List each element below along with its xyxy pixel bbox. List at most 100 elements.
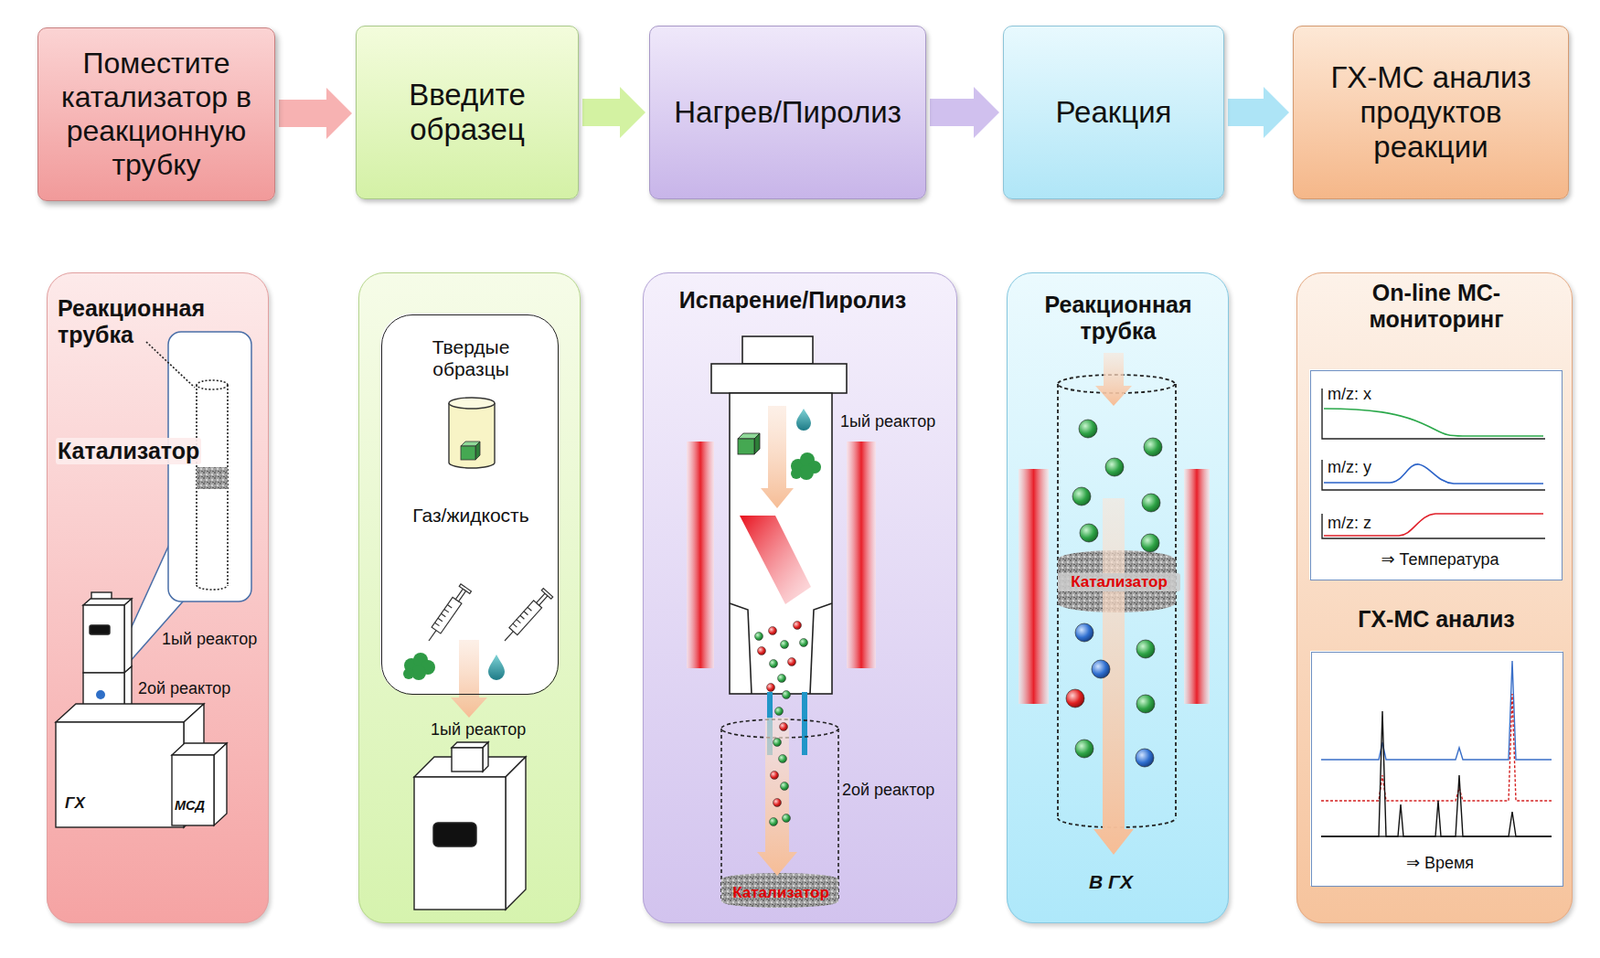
catalyst-label: Катализатор bbox=[716, 884, 845, 903]
panel-ground bbox=[46, 272, 269, 924]
molecules bbox=[1091, 660, 1110, 679]
vapor-molecules bbox=[773, 738, 782, 747]
beaker bbox=[475, 441, 480, 460]
pyrolysis-reactor bbox=[729, 603, 832, 694]
flow-arrow bbox=[1093, 352, 1134, 855]
vapor-molecules bbox=[779, 723, 789, 732]
vapor-molecules bbox=[757, 647, 767, 656]
reactor-1 bbox=[124, 598, 132, 673]
syringe bbox=[431, 597, 462, 634]
vapor-molecules bbox=[778, 674, 787, 683]
sample-box: Твердые образцыГаз/жидкость bbox=[381, 314, 559, 695]
heater bbox=[846, 441, 876, 669]
vapor-molecules bbox=[769, 660, 779, 669]
ms-trace bbox=[1323, 408, 1544, 437]
molecules bbox=[1075, 623, 1094, 642]
molecules bbox=[1141, 493, 1161, 512]
flow-arrow bbox=[582, 86, 646, 139]
syringe bbox=[541, 588, 553, 600]
reactor-1 bbox=[505, 757, 526, 910]
step-box: Введите образец bbox=[355, 25, 579, 200]
vapor-molecules bbox=[769, 818, 779, 827]
msd-instrument bbox=[171, 743, 227, 826]
molecules bbox=[1136, 694, 1155, 714]
molecules bbox=[1135, 748, 1154, 768]
molecules bbox=[1075, 739, 1094, 758]
gc-chart: ⇒ Время bbox=[1311, 651, 1564, 887]
heater bbox=[1018, 469, 1049, 704]
solid-sample bbox=[737, 433, 760, 455]
gas-cloud bbox=[403, 668, 415, 680]
molecules bbox=[1078, 419, 1098, 438]
syringe bbox=[458, 584, 471, 594]
syringe bbox=[444, 608, 449, 612]
part-label: 1ый реактор bbox=[430, 720, 526, 740]
leader-line bbox=[146, 341, 195, 388]
syringe bbox=[512, 623, 517, 628]
molecules bbox=[1105, 458, 1124, 477]
panel-heading: Реакционная трубка bbox=[57, 295, 241, 349]
reaction-tube bbox=[196, 380, 228, 390]
step-box: Поместите катализатор в реакционную труб… bbox=[37, 27, 276, 202]
vapor-molecules bbox=[755, 632, 764, 641]
pyrolysis-reactor bbox=[711, 363, 847, 394]
vapor-molecules bbox=[770, 771, 779, 780]
flow-arrow bbox=[278, 87, 352, 139]
signal-label: m/z: x bbox=[1327, 384, 1372, 405]
callout-inset bbox=[168, 331, 252, 602]
panel-heading: Реакционная трубка bbox=[1022, 291, 1215, 345]
sample-box bbox=[380, 313, 558, 694]
callout-inset bbox=[168, 331, 252, 602]
vapor-molecules bbox=[780, 640, 790, 650]
step-box: Нагрев/Пиролиз bbox=[649, 25, 927, 200]
step-label: Введите образец bbox=[375, 77, 559, 148]
reactor-1 bbox=[414, 777, 506, 910]
chart-ground bbox=[1309, 369, 1563, 886]
solid-sample bbox=[754, 433, 760, 455]
reactor-1 bbox=[414, 742, 526, 910]
sample-box bbox=[380, 313, 558, 694]
vapor-molecules bbox=[767, 683, 776, 693]
panel-ground bbox=[1296, 272, 1573, 924]
syringe bbox=[516, 619, 521, 624]
syringe bbox=[527, 607, 532, 611]
molecules bbox=[1079, 523, 1099, 543]
vapor-molecules bbox=[782, 814, 791, 823]
syringe bbox=[504, 631, 513, 641]
molecules bbox=[1143, 437, 1163, 457]
step-label: Нагрев/Пиролиз bbox=[655, 95, 921, 130]
reactor-1 bbox=[83, 605, 125, 673]
beaker bbox=[448, 397, 495, 409]
reactor-2 bbox=[720, 728, 723, 901]
part-label: 1ый реактор bbox=[840, 412, 936, 432]
reactor-2 bbox=[96, 690, 106, 700]
vapor-molecules bbox=[768, 627, 778, 636]
part-label: 2ой реактор bbox=[842, 780, 935, 800]
gas-cloud bbox=[403, 652, 436, 681]
panel-ground bbox=[358, 272, 581, 924]
gc-instrument bbox=[55, 704, 204, 723]
panel-ground bbox=[1006, 272, 1229, 924]
molecules bbox=[1066, 419, 1163, 768]
vapor-molecules bbox=[780, 782, 790, 791]
catalyst-plug bbox=[196, 467, 228, 490]
chromatogram bbox=[1321, 661, 1552, 837]
flow-arrow bbox=[760, 405, 794, 509]
syringe bbox=[536, 593, 548, 606]
beaker bbox=[448, 403, 495, 469]
vapor-molecules bbox=[782, 691, 791, 700]
panel-heading: Испарение/Пиролиз bbox=[646, 287, 939, 314]
vapor-molecules bbox=[800, 639, 809, 648]
chromatogram bbox=[1321, 693, 1552, 801]
step-box: ГХ-МС анализ продуктов реакции bbox=[1292, 25, 1569, 200]
molecules bbox=[1141, 533, 1160, 553]
instrument-label: ГХ bbox=[64, 794, 86, 813]
syringe bbox=[423, 584, 471, 645]
syringe bbox=[440, 613, 446, 617]
pyrolysis-zone bbox=[739, 515, 811, 605]
molecules bbox=[1066, 689, 1085, 708]
vapor-molecules bbox=[755, 621, 809, 827]
ms-trace bbox=[1323, 408, 1544, 536]
vapor-molecules bbox=[773, 799, 782, 808]
